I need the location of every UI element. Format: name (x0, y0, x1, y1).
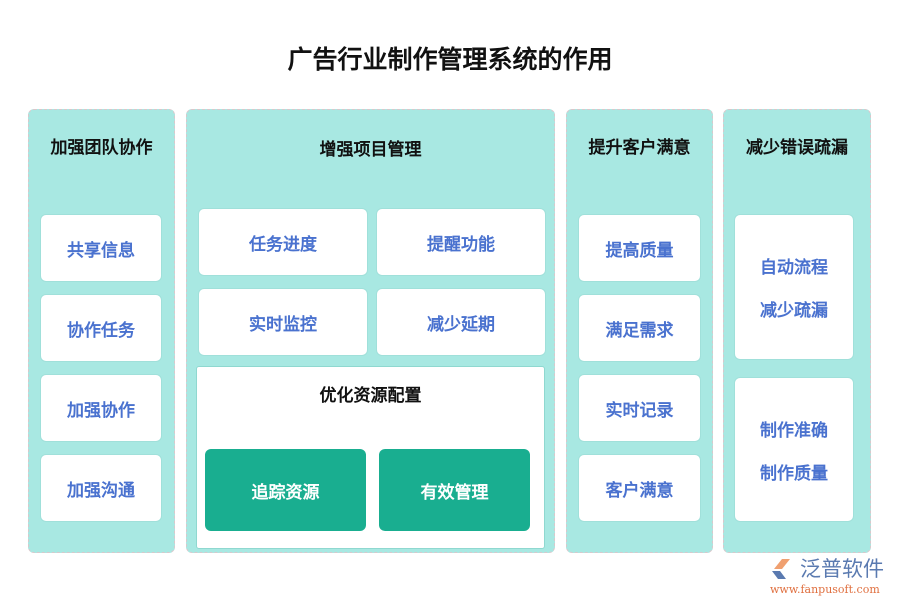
item-line: 自动流程 (760, 258, 828, 278)
logo-name: 泛普软件 (800, 557, 884, 581)
item-box: 制作准确 制作质量 (734, 377, 854, 522)
column-heading: 减少错误疏漏 (746, 138, 848, 158)
item-box: 实时记录 (578, 374, 701, 442)
item-box: 提高质量 (578, 214, 701, 282)
item-box: 实时监控 (198, 288, 368, 356)
item-box: 自动流程 减少疏漏 (734, 214, 854, 360)
item-box: 任务进度 (198, 208, 368, 276)
item-line: 减少疏漏 (760, 301, 828, 321)
item-box: 加强沟通 (40, 454, 162, 522)
page-title: 广告行业制作管理系统的作用 (287, 45, 613, 74)
column-heading: 增强项目管理 (319, 140, 422, 160)
panel-heading: 优化资源配置 (319, 386, 422, 406)
column-heading: 加强团队协作 (50, 138, 153, 158)
item-box: 加强协作 (40, 374, 162, 442)
resource-box: 追踪资源 (205, 449, 366, 531)
logo-url: www.fanpusoft.com (770, 583, 880, 596)
item-box: 提醒功能 (376, 208, 546, 276)
item-box: 客户满意 (578, 454, 701, 522)
logo: 泛普软件 www.fanpusoft.com (770, 553, 895, 596)
item-box: 共享信息 (40, 214, 162, 282)
item-line: 制作质量 (760, 463, 828, 484)
resource-box: 有效管理 (379, 449, 530, 531)
column-heading: 提升客户满意 (588, 138, 691, 158)
item-box: 满足需求 (578, 294, 701, 362)
item-box: 协作任务 (40, 294, 162, 362)
logo-icon (772, 559, 790, 579)
item-line: 制作准确 (760, 420, 828, 441)
item-box: 减少延期 (376, 288, 546, 356)
